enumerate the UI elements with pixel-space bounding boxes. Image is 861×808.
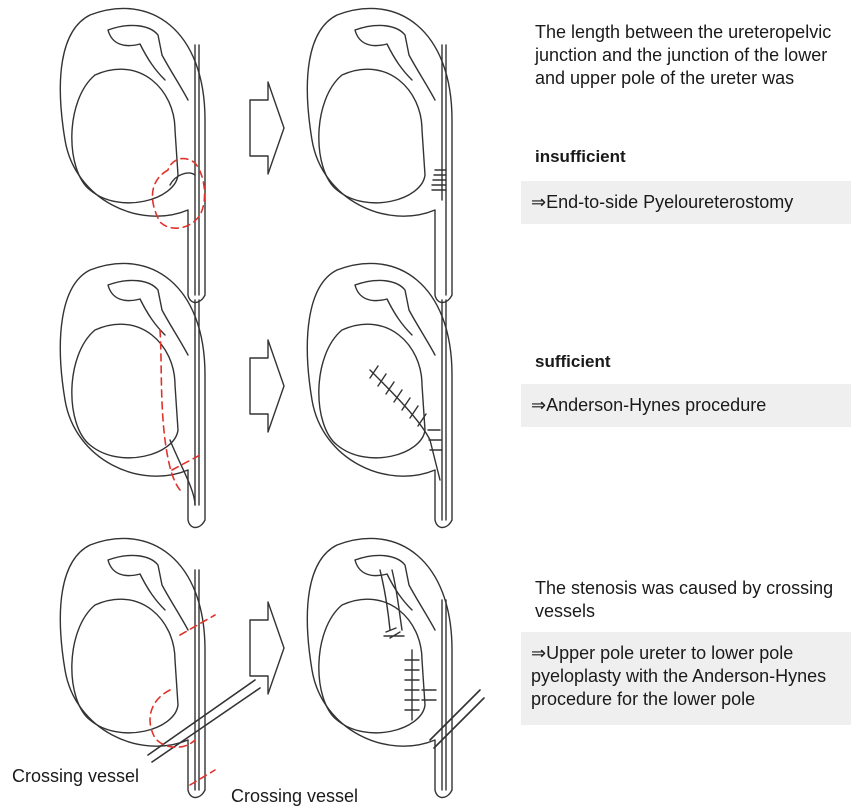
kidney-row1-before	[60, 8, 205, 302]
kidney-row1-after	[307, 8, 452, 302]
arrow-row2	[250, 340, 284, 432]
kidney-row2-before	[60, 263, 205, 527]
kidney-row3-after	[307, 538, 484, 797]
row1-procedure-box: ⇒End-to-side Pyeloureterostomy	[521, 181, 851, 224]
crossing-vessel-label-left: Crossing vessel	[12, 765, 139, 787]
row3-procedure-box: ⇒Upper pole ureter to lower pole pyelopl…	[521, 632, 851, 725]
row3-condition-text: The stenosis was caused by crossing vess…	[535, 577, 835, 623]
arrow-row1	[250, 82, 284, 174]
kidney-row3-before	[60, 538, 260, 797]
row2-procedure-box: ⇒Anderson-Hynes procedure	[521, 384, 851, 427]
row1-verdict: insufficient	[535, 145, 626, 168]
row1-condition-text: The length between the ureteropelvic jun…	[535, 21, 835, 90]
incision-row1	[152, 159, 204, 229]
kidney-row2-after	[307, 263, 452, 527]
crossing-vessel-label-bottom: Crossing vessel	[231, 785, 358, 807]
incision-row2	[160, 330, 200, 490]
row2-verdict: sufficient	[535, 350, 611, 373]
